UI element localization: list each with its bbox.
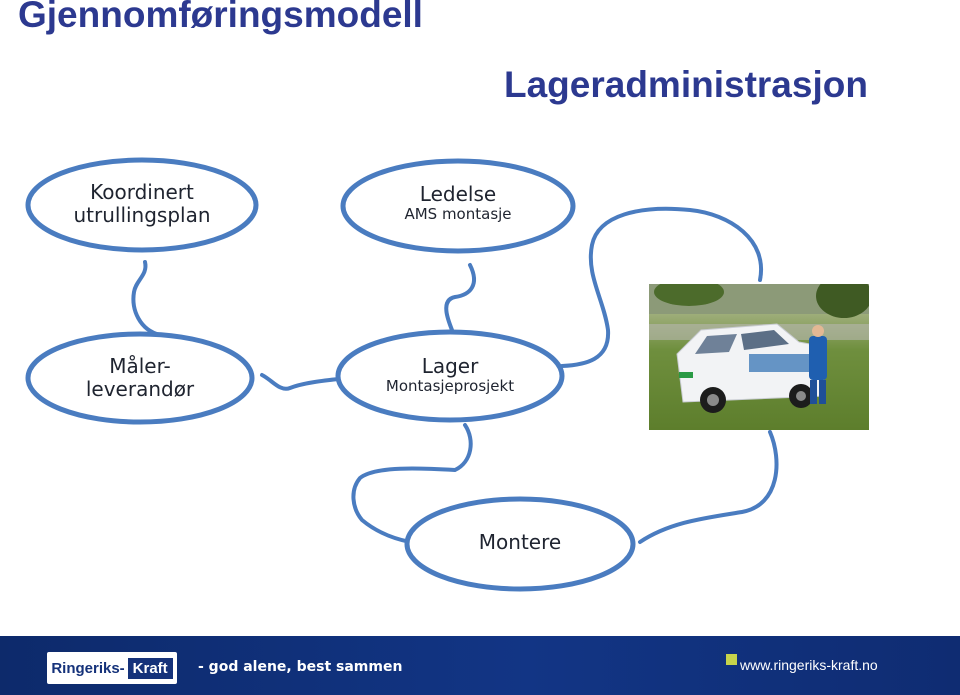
page-subtitle: Lageradministrasjon bbox=[504, 64, 868, 105]
footer-slogan: - god alene, best sammen bbox=[198, 659, 403, 675]
node-ledelse-line1: Ledelse bbox=[419, 182, 497, 206]
page-title: Gjennomføringsmodell bbox=[18, 0, 423, 35]
node-maler-line1: Måler- bbox=[109, 354, 171, 378]
footer-bar: Ringeriks- Kraft - god alene, best samme… bbox=[0, 636, 960, 695]
connector-koordinert-maler bbox=[131, 260, 162, 337]
connector-photo-montere bbox=[638, 430, 779, 544]
connector-lager-montere bbox=[351, 423, 473, 544]
van-photo bbox=[649, 284, 869, 430]
node-montere-line1: Montere bbox=[478, 530, 562, 554]
node-koordinert-line2: utrullingsplan bbox=[73, 203, 211, 227]
van-illustration bbox=[649, 284, 869, 413]
connector-maler-lager bbox=[260, 373, 350, 391]
flow-diagram bbox=[25, 157, 779, 592]
connector-lager-photo bbox=[560, 206, 764, 368]
company-logo[interactable]: Ringeriks- Kraft bbox=[47, 652, 177, 684]
footer-url[interactable]: www.ringeriks-kraft.no bbox=[740, 657, 878, 673]
node-montere bbox=[404, 496, 636, 592]
node-ledelse-line2: AMS montasje bbox=[404, 205, 512, 223]
node-maler-line2: leverandør bbox=[85, 377, 195, 401]
node-lager-text: Lager Montasjeprosjekt bbox=[350, 355, 550, 395]
node-maler bbox=[25, 331, 255, 425]
node-lager-line1: Lager bbox=[421, 354, 479, 378]
connector-ledelse-lager bbox=[444, 263, 476, 332]
node-koordinert-text: Koordinert utrullingsplan bbox=[52, 181, 232, 227]
node-maler-text: Måler- leverandør bbox=[48, 355, 232, 401]
node-ledelse bbox=[340, 158, 576, 254]
node-lager bbox=[335, 329, 565, 423]
node-lager-line2: Montasjeprosjekt bbox=[385, 377, 515, 395]
logo-text-left: Ringeriks bbox=[51, 659, 120, 677]
accent-square-icon bbox=[726, 654, 737, 665]
logo-text-right: Kraft bbox=[127, 657, 173, 679]
node-koordinert bbox=[25, 157, 259, 253]
node-montere-text: Montere bbox=[420, 531, 620, 554]
node-koordinert-line1: Koordinert bbox=[90, 180, 194, 204]
logo-dash: - bbox=[119, 659, 125, 677]
node-ledelse-text: Ledelse AMS montasje bbox=[358, 183, 558, 223]
